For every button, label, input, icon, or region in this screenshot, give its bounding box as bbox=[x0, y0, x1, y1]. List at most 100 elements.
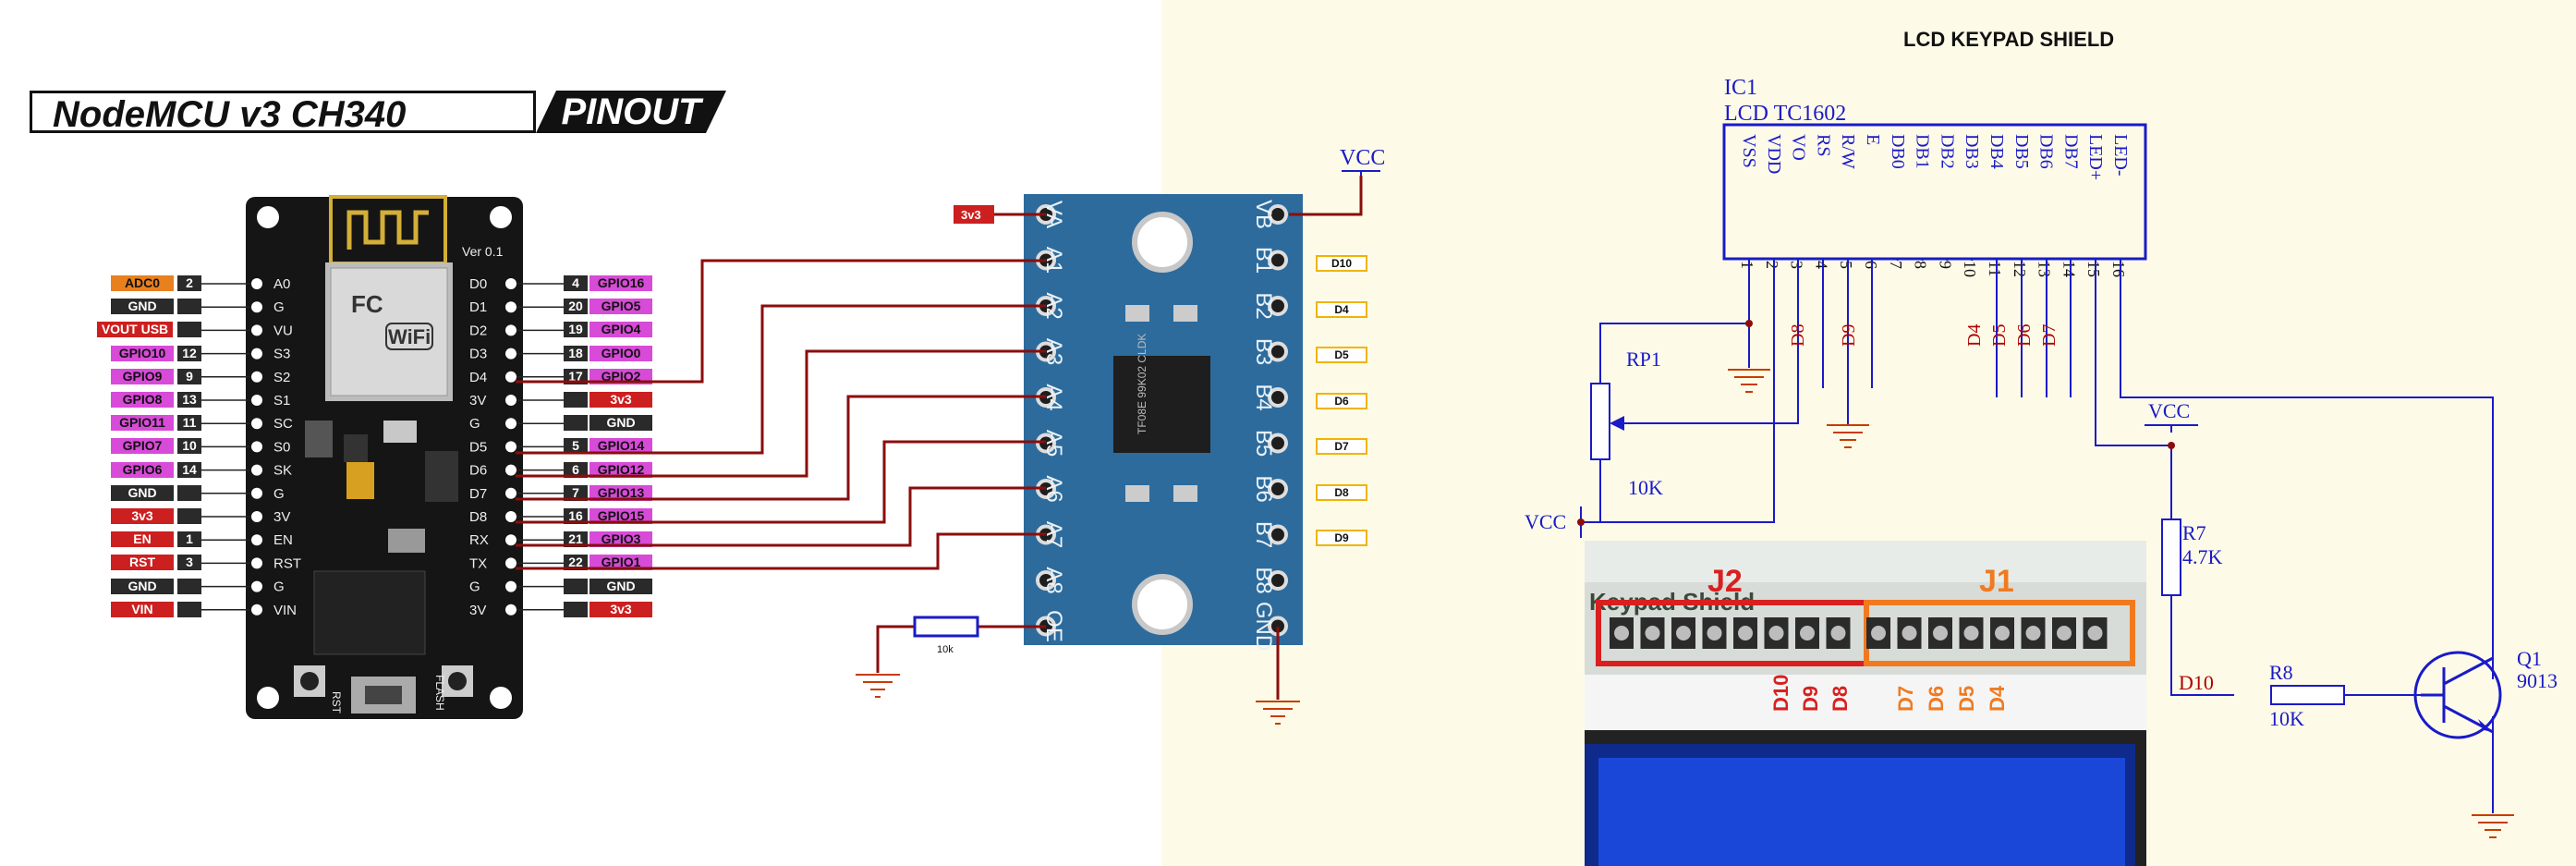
rst-button-label: RST bbox=[330, 691, 343, 714]
left-pin-function-label: GPIO6 bbox=[111, 461, 174, 478]
wire-d8-a5 bbox=[516, 440, 1046, 524]
shifter-b-label: B5 bbox=[1251, 430, 1276, 457]
wire-d6-a3 bbox=[516, 349, 1046, 478]
right-pin-function-label: 3v3 bbox=[589, 392, 652, 408]
right-pin-function-label: GPIO4 bbox=[589, 322, 652, 338]
right-pin-number-label: 4 bbox=[564, 275, 588, 291]
shifter-b-tag: D4 bbox=[1316, 300, 1367, 318]
wire-d5-a2 bbox=[516, 304, 1046, 455]
shifter-b-pin bbox=[1268, 341, 1288, 362]
board-version-text: Ver 0.1 bbox=[462, 244, 504, 259]
ground-symbol-oe bbox=[856, 674, 900, 698]
lcd-pin-name: E bbox=[1863, 134, 1883, 145]
left-pin-number-label bbox=[177, 601, 201, 617]
ic-body bbox=[1722, 123, 2147, 261]
lcd-vcc-dots bbox=[1577, 320, 2175, 526]
lcd-pin-name: VSS bbox=[1739, 134, 1759, 168]
right-pin-function-label: GPIO16 bbox=[589, 275, 652, 291]
right-board-pin-text: D6 bbox=[469, 463, 487, 479]
right-pin-number-label: 18 bbox=[564, 345, 588, 361]
left-pin-number-label: 12 bbox=[177, 345, 201, 361]
shifter-a-label: A8 bbox=[1041, 567, 1066, 593]
right-pin-number-label bbox=[564, 392, 588, 408]
right-pin-number-label: 22 bbox=[564, 555, 588, 571]
banner-title: NodeMCU v3 CH340 bbox=[30, 91, 536, 135]
right-pin-function-label: GPIO5 bbox=[589, 299, 652, 315]
right-board-pin-text: G bbox=[469, 579, 480, 595]
left-header-pin bbox=[251, 534, 262, 546]
right-pin-number-label: 16 bbox=[564, 508, 588, 524]
left-pin-number-label: 13 bbox=[177, 392, 201, 408]
shifter-b-label: B2 bbox=[1251, 292, 1276, 319]
shifter-b-label: GND bbox=[1251, 602, 1276, 651]
right-pin-function-label: GND bbox=[589, 415, 652, 432]
lcd-pin-number: 13 bbox=[2035, 261, 2054, 277]
r8-label: R8 bbox=[2269, 661, 2293, 684]
shifter-b-pin bbox=[1268, 479, 1288, 499]
left-board-pin-text: SC bbox=[273, 416, 293, 432]
lcd-pin-number: 16 bbox=[2109, 261, 2128, 277]
right-pin-function-label: GPIO15 bbox=[589, 508, 652, 524]
lcd-wire-label: D8 bbox=[1788, 324, 1808, 347]
header-socket-pin bbox=[1830, 626, 1846, 640]
shifter-b-pin bbox=[1268, 524, 1288, 545]
left-board-pin-text: G bbox=[273, 579, 285, 595]
lcd-pin-number: 2 bbox=[1763, 261, 1781, 269]
left-pin-function-label: GPIO11 bbox=[111, 415, 174, 432]
lcd-ground-symbols bbox=[1728, 369, 2514, 838]
wifi-module: FC WiFi bbox=[325, 195, 453, 401]
right-pin-function-label: GPIO13 bbox=[589, 484, 652, 501]
pulldown-resistor bbox=[913, 616, 979, 638]
header-socket-pin bbox=[2057, 626, 2072, 640]
lcd-pin-name: DB4 bbox=[1987, 134, 2007, 169]
left-pin-function-label: ADC0 bbox=[111, 275, 174, 291]
header-socket-pin bbox=[1738, 626, 1753, 640]
right-header-pin bbox=[505, 511, 516, 522]
lcd-pin-number: 8 bbox=[1912, 261, 1930, 269]
red-wires bbox=[516, 176, 1363, 700]
left-board-pin-text: 3V bbox=[273, 509, 290, 525]
lcd-pin-name: DB6 bbox=[2036, 134, 2057, 169]
right-header-pin bbox=[505, 441, 516, 453]
left-pin-number-label bbox=[177, 578, 201, 594]
vcc-right-label: VCC bbox=[2148, 399, 2190, 422]
right-pin-function-label: GPIO12 bbox=[589, 461, 652, 478]
rp1-label: RP1 bbox=[1626, 348, 1661, 371]
left-pin-function-label: GPIO9 bbox=[111, 368, 174, 384]
header-socket-pin bbox=[1768, 626, 1784, 640]
vcc-left-label: VCC bbox=[1525, 510, 1566, 533]
q1-label: Q1 bbox=[2517, 647, 2542, 670]
shifter-b-tag: D8 bbox=[1316, 483, 1367, 501]
wire-d7-a4 bbox=[516, 395, 1046, 501]
level-shifter-board: TF08E 99K02 CLDK bbox=[1024, 194, 1303, 645]
header-socket-pin bbox=[1800, 626, 1815, 640]
wire-res-gnd bbox=[876, 625, 915, 673]
wire-d4-a1 bbox=[516, 259, 1046, 384]
shifter-b-tag: D9 bbox=[1316, 530, 1367, 546]
lcd-pin-name: DB1 bbox=[1913, 134, 1933, 169]
r7-body bbox=[2161, 518, 2181, 596]
header-socket-pin bbox=[1871, 626, 1886, 640]
banner-badge: PINOUT bbox=[536, 91, 726, 133]
left-board-pin-text: SK bbox=[273, 463, 292, 479]
shifter-b-pin bbox=[1268, 433, 1288, 454]
left-header-pin bbox=[251, 487, 262, 499]
left-board-pin-text: G bbox=[273, 299, 285, 315]
lcd-schematic: IC1 LCD TC1602 VSS1VDD2VO3RS4R/W5E6DB07D… bbox=[1525, 76, 2558, 838]
left-board-pin-text: A0 bbox=[273, 276, 290, 292]
left-pin-function-label: VOUT USB bbox=[97, 322, 173, 338]
shifter-b-tag: D7 bbox=[1316, 438, 1367, 455]
wire-rx-a6 bbox=[516, 486, 1046, 547]
lcd-pins: VSS1VDD2VO3RS4R/W5E6DB07DB18DB29DB310DB4… bbox=[1738, 134, 2131, 277]
j1-pin-label: D5 bbox=[1955, 686, 1978, 712]
shifter-b-pin bbox=[1268, 250, 1288, 271]
lcd-wire-label: D9 bbox=[1839, 324, 1859, 347]
shifter-b-tag: D6 bbox=[1316, 392, 1367, 409]
r8-value: 10K bbox=[2269, 707, 2304, 730]
shifter-pins: VAA1A2A3A4A5A6A7A8OEVBB1B2B3B4B5B6B7B8GN… bbox=[1036, 200, 1288, 651]
